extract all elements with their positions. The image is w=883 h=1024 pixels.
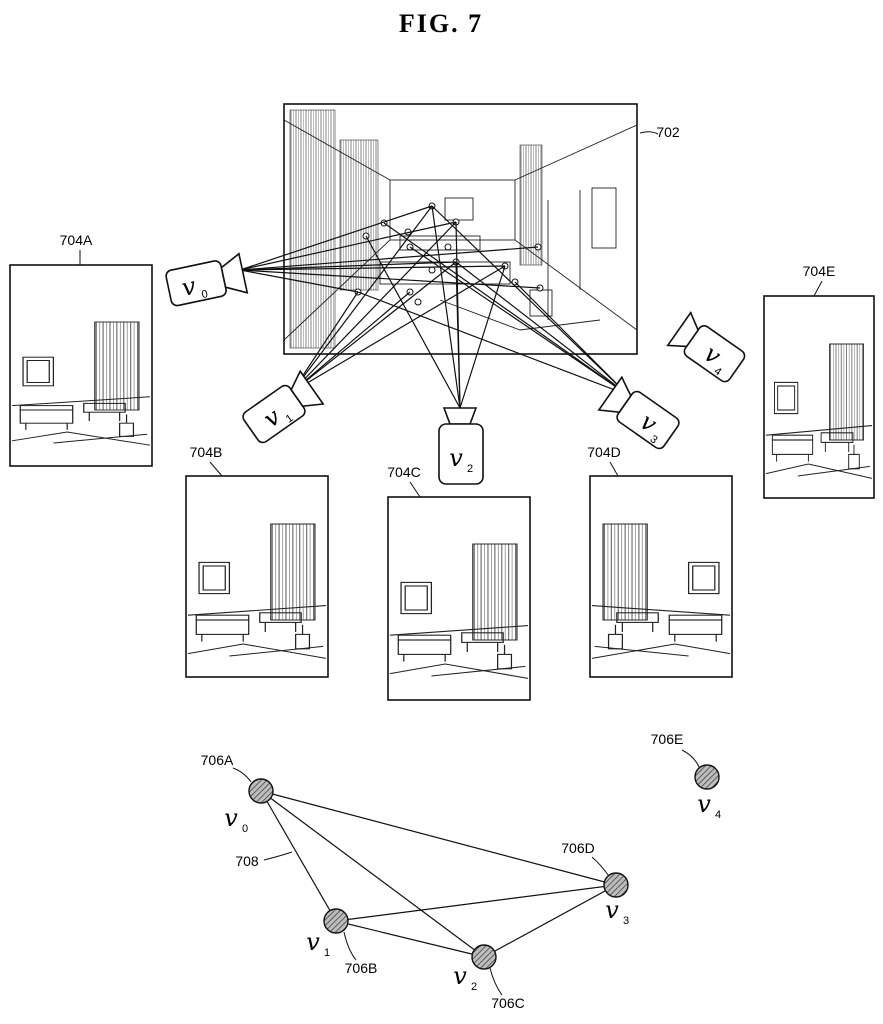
node-v1-name: v: [306, 928, 320, 956]
leader-706b: [344, 932, 356, 960]
camera-v2: v 2: [439, 408, 483, 484]
node-v2-name: v: [453, 962, 467, 990]
edge-v0-v1: [261, 791, 336, 921]
node-v4: [695, 765, 719, 789]
node-v4-sub: 4: [715, 809, 721, 821]
label-702: 702: [656, 124, 680, 140]
camera-v2-name: v: [449, 444, 463, 472]
label-706b: 706B: [345, 960, 378, 976]
node-v0: [249, 779, 273, 803]
view-704e: [764, 296, 874, 498]
leader-706a: [233, 768, 251, 782]
label-704d: 704D: [587, 444, 620, 460]
node-v0-sub: 0: [242, 823, 248, 835]
label-704e: 704E: [803, 263, 836, 279]
node-v3-name: v: [605, 896, 619, 924]
node-v1-sub: 1: [324, 947, 330, 959]
leader-702: [640, 132, 658, 134]
label-704a: 704A: [60, 232, 93, 248]
figure-title: FIG. 7: [399, 9, 483, 38]
edge-v2-v3: [484, 885, 616, 957]
leader-706c: [490, 968, 502, 995]
view-704d: [590, 476, 732, 677]
node-v0-name: v: [224, 804, 238, 832]
node-v1: [324, 909, 348, 933]
leader-704d: [610, 462, 618, 476]
leader-706e: [682, 750, 699, 767]
label-706d: 706D: [561, 840, 594, 856]
view-704b: [186, 476, 328, 677]
leader-704c: [410, 482, 420, 497]
camera-v4: v 4: [668, 313, 748, 386]
edge-v1-v2: [336, 921, 484, 957]
view-704c: [388, 497, 530, 700]
camera-v2-sub: 2: [467, 463, 473, 475]
node-v2-sub: 2: [471, 981, 477, 993]
label-708: 708: [235, 853, 259, 869]
label-704b: 704B: [190, 444, 223, 460]
leader-704b: [210, 462, 222, 476]
edge-v0-v2: [261, 791, 484, 957]
label-706a: 706A: [201, 752, 234, 768]
label-704c: 704C: [387, 464, 420, 480]
node-v4-name: v: [697, 790, 711, 818]
camera-v1: v 1: [240, 371, 324, 446]
label-706e: 706E: [651, 731, 684, 747]
label-706c: 706C: [491, 995, 524, 1011]
main-image-702: [284, 104, 637, 354]
leader-704e: [814, 281, 822, 296]
node-v2: [472, 945, 496, 969]
camera-v0: v 0: [165, 254, 248, 309]
node-v3-sub: 3: [623, 915, 629, 927]
leader-708: [264, 852, 292, 860]
edge-v0-v3: [261, 791, 616, 885]
leader-706d: [592, 857, 608, 875]
node-v3: [604, 873, 628, 897]
edge-v1-v3: [336, 885, 616, 921]
view-704a: [10, 265, 152, 466]
